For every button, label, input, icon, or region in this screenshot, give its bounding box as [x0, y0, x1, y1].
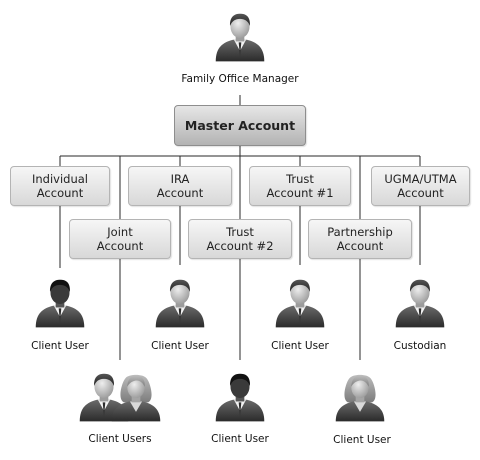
- family-office-manager-label: Family Office Manager: [181, 73, 299, 85]
- joint-account-box[interactable]: Joint Account: [69, 219, 171, 259]
- master-account-label: Master Account: [184, 117, 296, 133]
- client-user-label: Client User: [333, 434, 391, 446]
- client-user-label: Client User: [211, 433, 269, 445]
- trust-account-2-label: Trust Account #2: [206, 225, 274, 253]
- custodian-icon: [395, 279, 445, 328]
- client-user-label: Client User: [271, 340, 329, 352]
- client-user-icon: [215, 373, 265, 422]
- partnership-account-label: Partnership Account: [327, 225, 393, 253]
- client-user-icon: [35, 279, 85, 328]
- family-office-manager-icon: [215, 13, 265, 62]
- ira-account-label: IRA Account: [156, 172, 204, 200]
- custodian-label: Custodian: [393, 340, 447, 352]
- client-user-female-icon: [335, 374, 385, 422]
- ira-account-box[interactable]: IRA Account: [128, 166, 232, 206]
- ugma-utma-account-label: UGMA/UTMA Account: [384, 172, 457, 200]
- master-account-box[interactable]: Master Account: [174, 105, 306, 146]
- client-user-icon: [155, 279, 205, 328]
- trust-account-2-box[interactable]: Trust Account #2: [188, 219, 292, 259]
- trust-account-1-box[interactable]: Trust Account #1: [249, 166, 351, 206]
- individual-account-label: Individual Account: [31, 172, 88, 200]
- ugma-utma-account-box[interactable]: UGMA/UTMA Account: [371, 166, 470, 206]
- client-user-label: Client User: [31, 340, 89, 352]
- individual-account-box[interactable]: Individual Account: [10, 166, 110, 206]
- client-users-female-icon: [111, 374, 161, 422]
- joint-account-label: Joint Account: [96, 225, 144, 253]
- trust-account-1-label: Trust Account #1: [266, 172, 334, 200]
- client-users-label: Client Users: [88, 433, 152, 445]
- client-user-label: Client User: [151, 340, 209, 352]
- partnership-account-box[interactable]: Partnership Account: [308, 219, 412, 259]
- client-user-icon: [275, 279, 325, 328]
